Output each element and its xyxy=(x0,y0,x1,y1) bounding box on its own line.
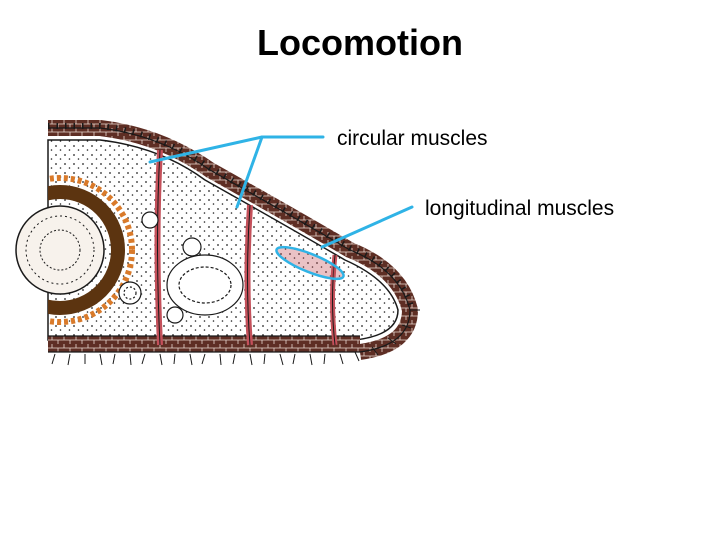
longitudinal-muscles-label: longitudinal muscles xyxy=(425,197,614,221)
longitudinal-muscles-leader xyxy=(322,207,412,247)
circular-muscles-label: circular muscles xyxy=(337,127,488,151)
